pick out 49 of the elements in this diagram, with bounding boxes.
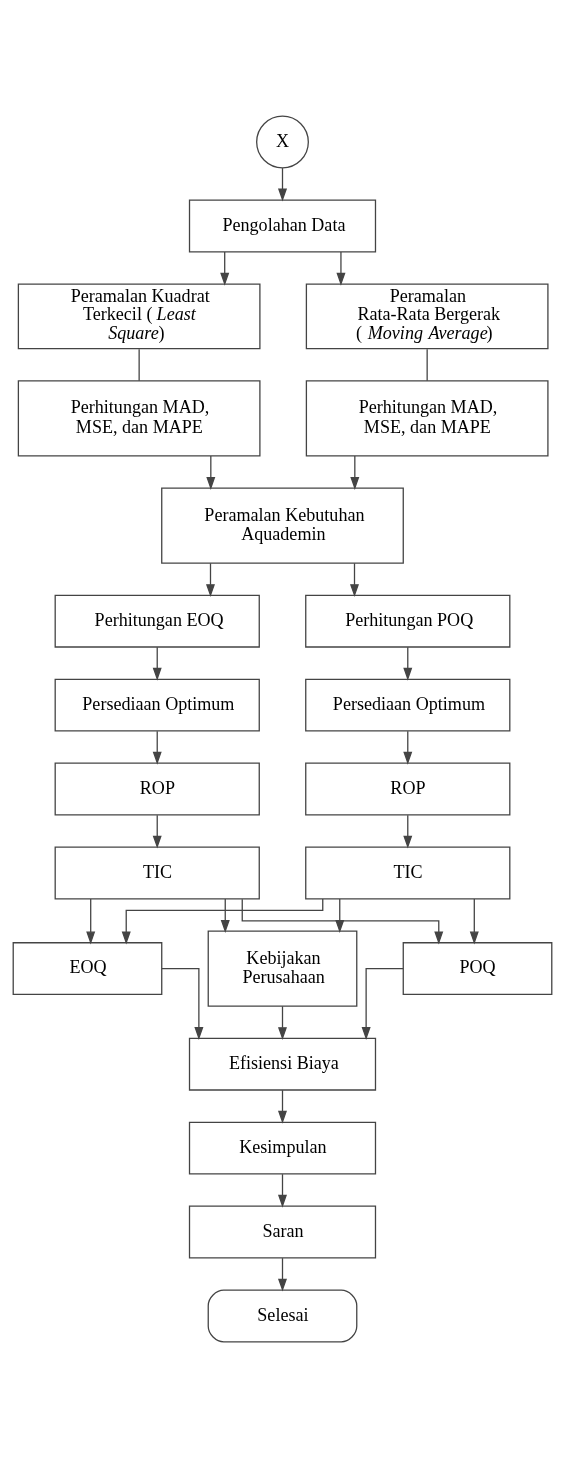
connector bbox=[138, 348, 140, 381]
arrow bbox=[161, 967, 204, 1040]
node-box: Saran bbox=[188, 1205, 377, 1259]
node-box: Peramalan Kebutuhan Aquademin bbox=[161, 487, 404, 564]
node-box: EOQ bbox=[12, 941, 163, 995]
node-box: Perhitungan MAD, MSE, dan MAPE bbox=[17, 379, 261, 456]
arrow bbox=[403, 730, 413, 765]
arrow bbox=[241, 898, 444, 944]
arrow bbox=[277, 166, 288, 202]
arrow bbox=[350, 454, 360, 490]
node-box: ROP bbox=[305, 762, 511, 816]
arrow bbox=[403, 646, 413, 681]
node-box: Perhitungan POQ bbox=[305, 594, 511, 648]
node-box: Perhitungan MAD, MSE, dan MAPE bbox=[305, 379, 549, 456]
node-box: Peramalan Kuadrat Terkecil (Least Square) bbox=[17, 282, 261, 349]
node-circle: X bbox=[256, 115, 309, 168]
arrow bbox=[335, 897, 345, 933]
arrow bbox=[361, 967, 404, 1040]
arrow bbox=[277, 1257, 288, 1292]
arrow bbox=[469, 897, 479, 944]
node-box: Persediaan Optimum bbox=[54, 678, 260, 732]
node-box: Kesimpulan bbox=[188, 1121, 377, 1175]
connector bbox=[426, 348, 428, 381]
node-box: Peramalan Rata-Rata Bergerak (Moving Average) bbox=[305, 282, 549, 349]
arrow bbox=[121, 897, 324, 945]
arrow bbox=[336, 250, 346, 286]
arrow bbox=[350, 562, 360, 597]
arrow bbox=[277, 1005, 288, 1040]
arrow bbox=[152, 646, 162, 681]
arrow bbox=[152, 814, 162, 849]
node-box: Perhitungan EOQ bbox=[54, 594, 260, 648]
arrow bbox=[277, 1089, 288, 1124]
node-box: Kebijakan Perusahaan bbox=[207, 930, 358, 1007]
arrow bbox=[277, 1173, 288, 1208]
node-box: TIC bbox=[54, 846, 260, 899]
arrow bbox=[152, 730, 162, 765]
node-box: Selesai bbox=[207, 1289, 358, 1342]
node-box: Efisiensi Biaya bbox=[188, 1037, 377, 1091]
arrow bbox=[220, 897, 230, 933]
arrow bbox=[220, 250, 230, 286]
arrow bbox=[206, 454, 216, 490]
arrow bbox=[205, 562, 215, 597]
node-box: Pengolahan Data bbox=[188, 198, 377, 252]
node-box: Persediaan Optimum bbox=[305, 678, 511, 732]
arrow bbox=[86, 897, 96, 944]
arrow bbox=[403, 814, 413, 849]
node-box: POQ bbox=[402, 941, 553, 995]
node-box: TIC bbox=[305, 846, 511, 899]
node-box: ROP bbox=[54, 762, 260, 816]
